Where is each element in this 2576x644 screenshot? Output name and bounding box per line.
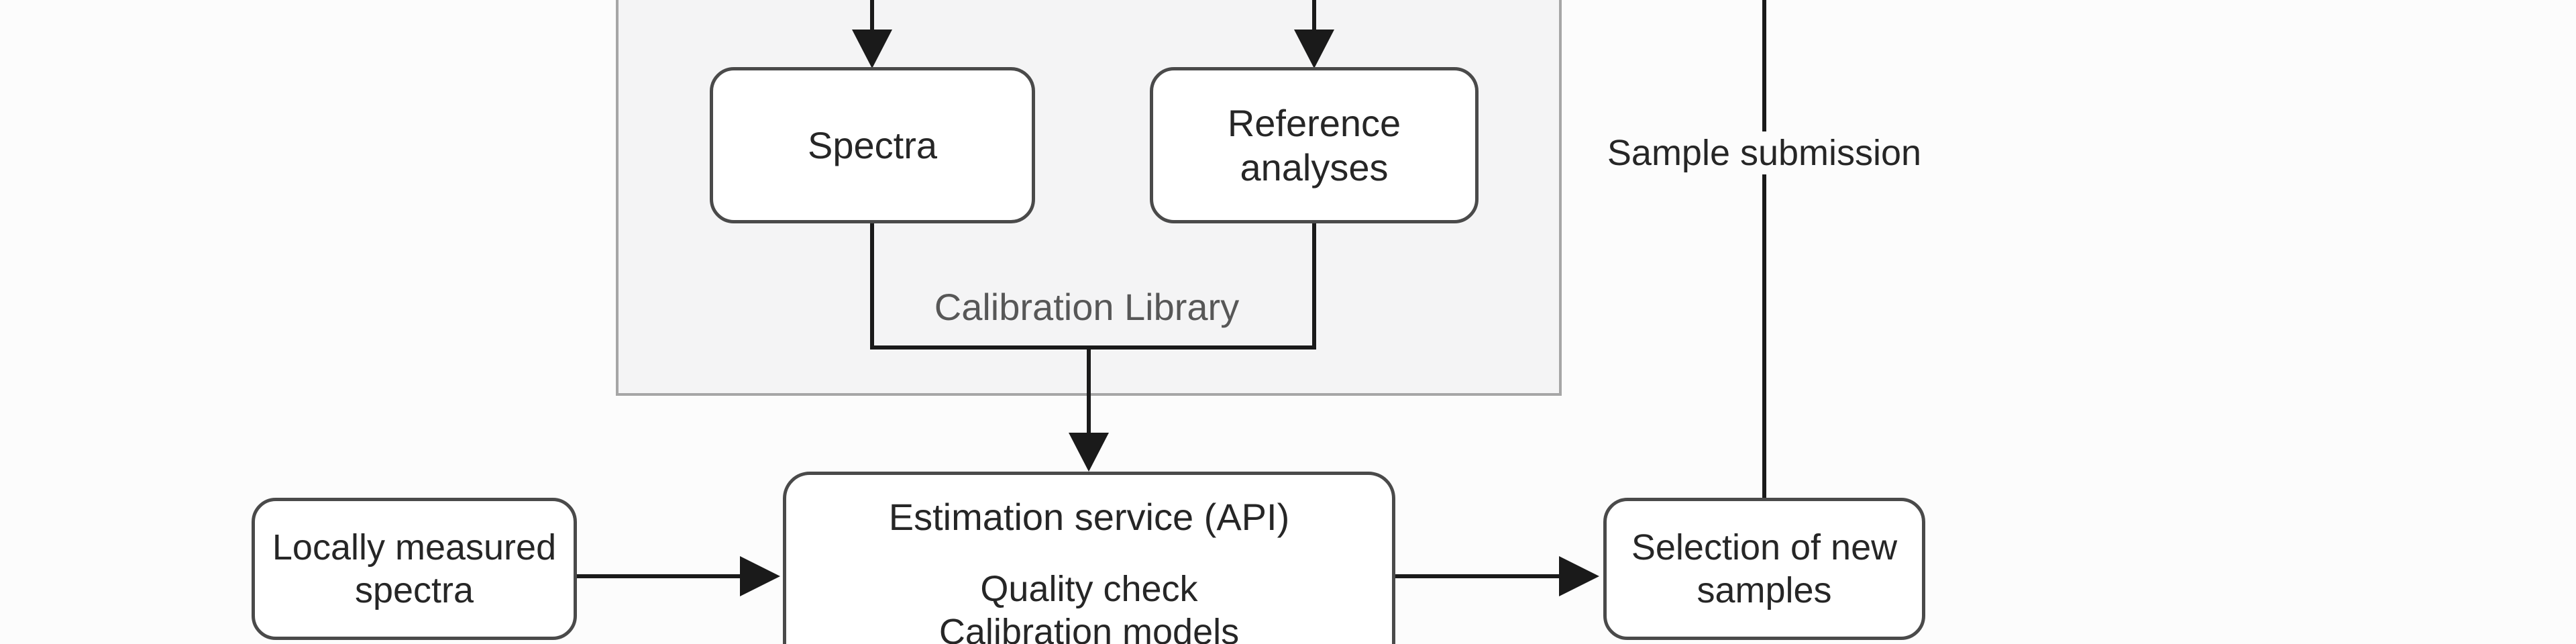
- selection-samples-label-line2: samples: [1697, 570, 1832, 610]
- arrow-estimation-to-selection-shaft: [1394, 574, 1562, 578]
- arrow-into-estimation-head: [1069, 433, 1109, 472]
- calibration-library-label: Calibration Library: [934, 286, 1240, 328]
- reference-analyses-label-line1: Reference: [1227, 101, 1401, 144]
- estimation-service-node: Estimation service (API) Quality check C…: [783, 472, 1395, 644]
- arrow-into-reference-shaft: [1312, 0, 1316, 34]
- spectra-label: Spectra: [808, 123, 937, 166]
- locally-measured-label-line1: Locally measured: [272, 527, 557, 568]
- estimation-service-body-line1: Quality check: [980, 569, 1198, 609]
- arrow-into-spectra-shaft: [870, 0, 874, 34]
- arrow-locally-to-estimation-shaft: [576, 574, 743, 578]
- locally-measured-label-line2: spectra: [354, 570, 474, 610]
- arrow-into-estimation-shaft: [1087, 345, 1091, 436]
- selection-samples-label-line1: Selection of new: [1631, 527, 1898, 568]
- estimation-service-body: Quality check Calibration models: [939, 568, 1239, 644]
- sample-submission-line: [1762, 0, 1766, 500]
- locally-measured-spectra-node: Locally measured spectra: [252, 498, 577, 640]
- estimation-service-body-line2: Calibration models: [938, 612, 1240, 644]
- spectra-down-line: [870, 221, 874, 350]
- library-join-line: [870, 345, 1316, 350]
- arrow-into-spectra-head: [852, 30, 892, 68]
- arrow-locally-to-estimation-head: [740, 556, 780, 596]
- arrow-into-reference-head: [1294, 30, 1334, 68]
- sample-submission-label: Sample submission: [1563, 131, 1966, 174]
- selection-new-samples-node: Selection of new samples: [1603, 498, 1925, 640]
- estimation-service-title: Estimation service (API): [888, 496, 1290, 538]
- reference-down-line: [1312, 221, 1316, 350]
- reference-analyses-label-line2: analyses: [1240, 146, 1389, 189]
- spectra-node: Spectra: [710, 67, 1035, 223]
- reference-analyses-node: Reference analyses: [1150, 67, 1479, 223]
- arrow-estimation-to-selection-head: [1559, 556, 1599, 596]
